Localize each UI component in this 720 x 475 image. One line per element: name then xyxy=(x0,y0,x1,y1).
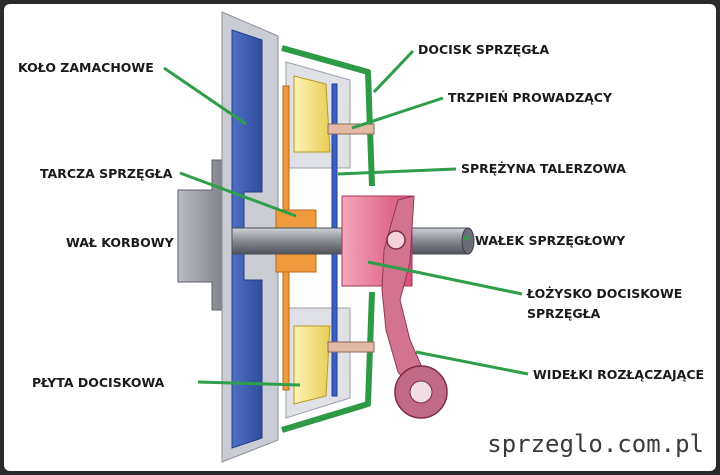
label-clutch-disc: TARCZA SPRZĘGŁA xyxy=(40,166,173,181)
release-fork xyxy=(381,195,448,419)
label-flywheel: KOŁO ZAMACHOWE xyxy=(18,60,154,75)
label-release-bearing-line2: SPRZĘGŁA xyxy=(527,306,601,321)
pressure-plate xyxy=(293,75,331,405)
label-input-shaft: WAŁEK SPRZĘGŁOWY xyxy=(475,233,626,248)
leader-lines xyxy=(163,49,529,387)
label-clutch-cover: DOCISK SPRZĘGŁA xyxy=(418,42,550,57)
label-diaphragm-spring: SPRĘŻYNA TALERZOWA xyxy=(461,161,626,176)
clutch-cover xyxy=(281,45,375,433)
guide-pin xyxy=(327,123,375,353)
watermark: sprzeglo.com.pl xyxy=(487,430,704,458)
label-release-fork: WIDEŁKI ROZŁĄCZAJĄCE xyxy=(533,367,704,382)
label-guide-pin: TRZPIEŃ PROWADZĄCY xyxy=(448,90,613,105)
label-crankshaft: WAŁ KORBOWY xyxy=(66,235,175,250)
clutch-disc xyxy=(275,85,317,391)
label-release-bearing-line1: ŁOŻYSKO DOCISKOWE xyxy=(526,286,682,301)
label-pressure-plate: PŁYTA DOCISKOWA xyxy=(32,375,165,390)
